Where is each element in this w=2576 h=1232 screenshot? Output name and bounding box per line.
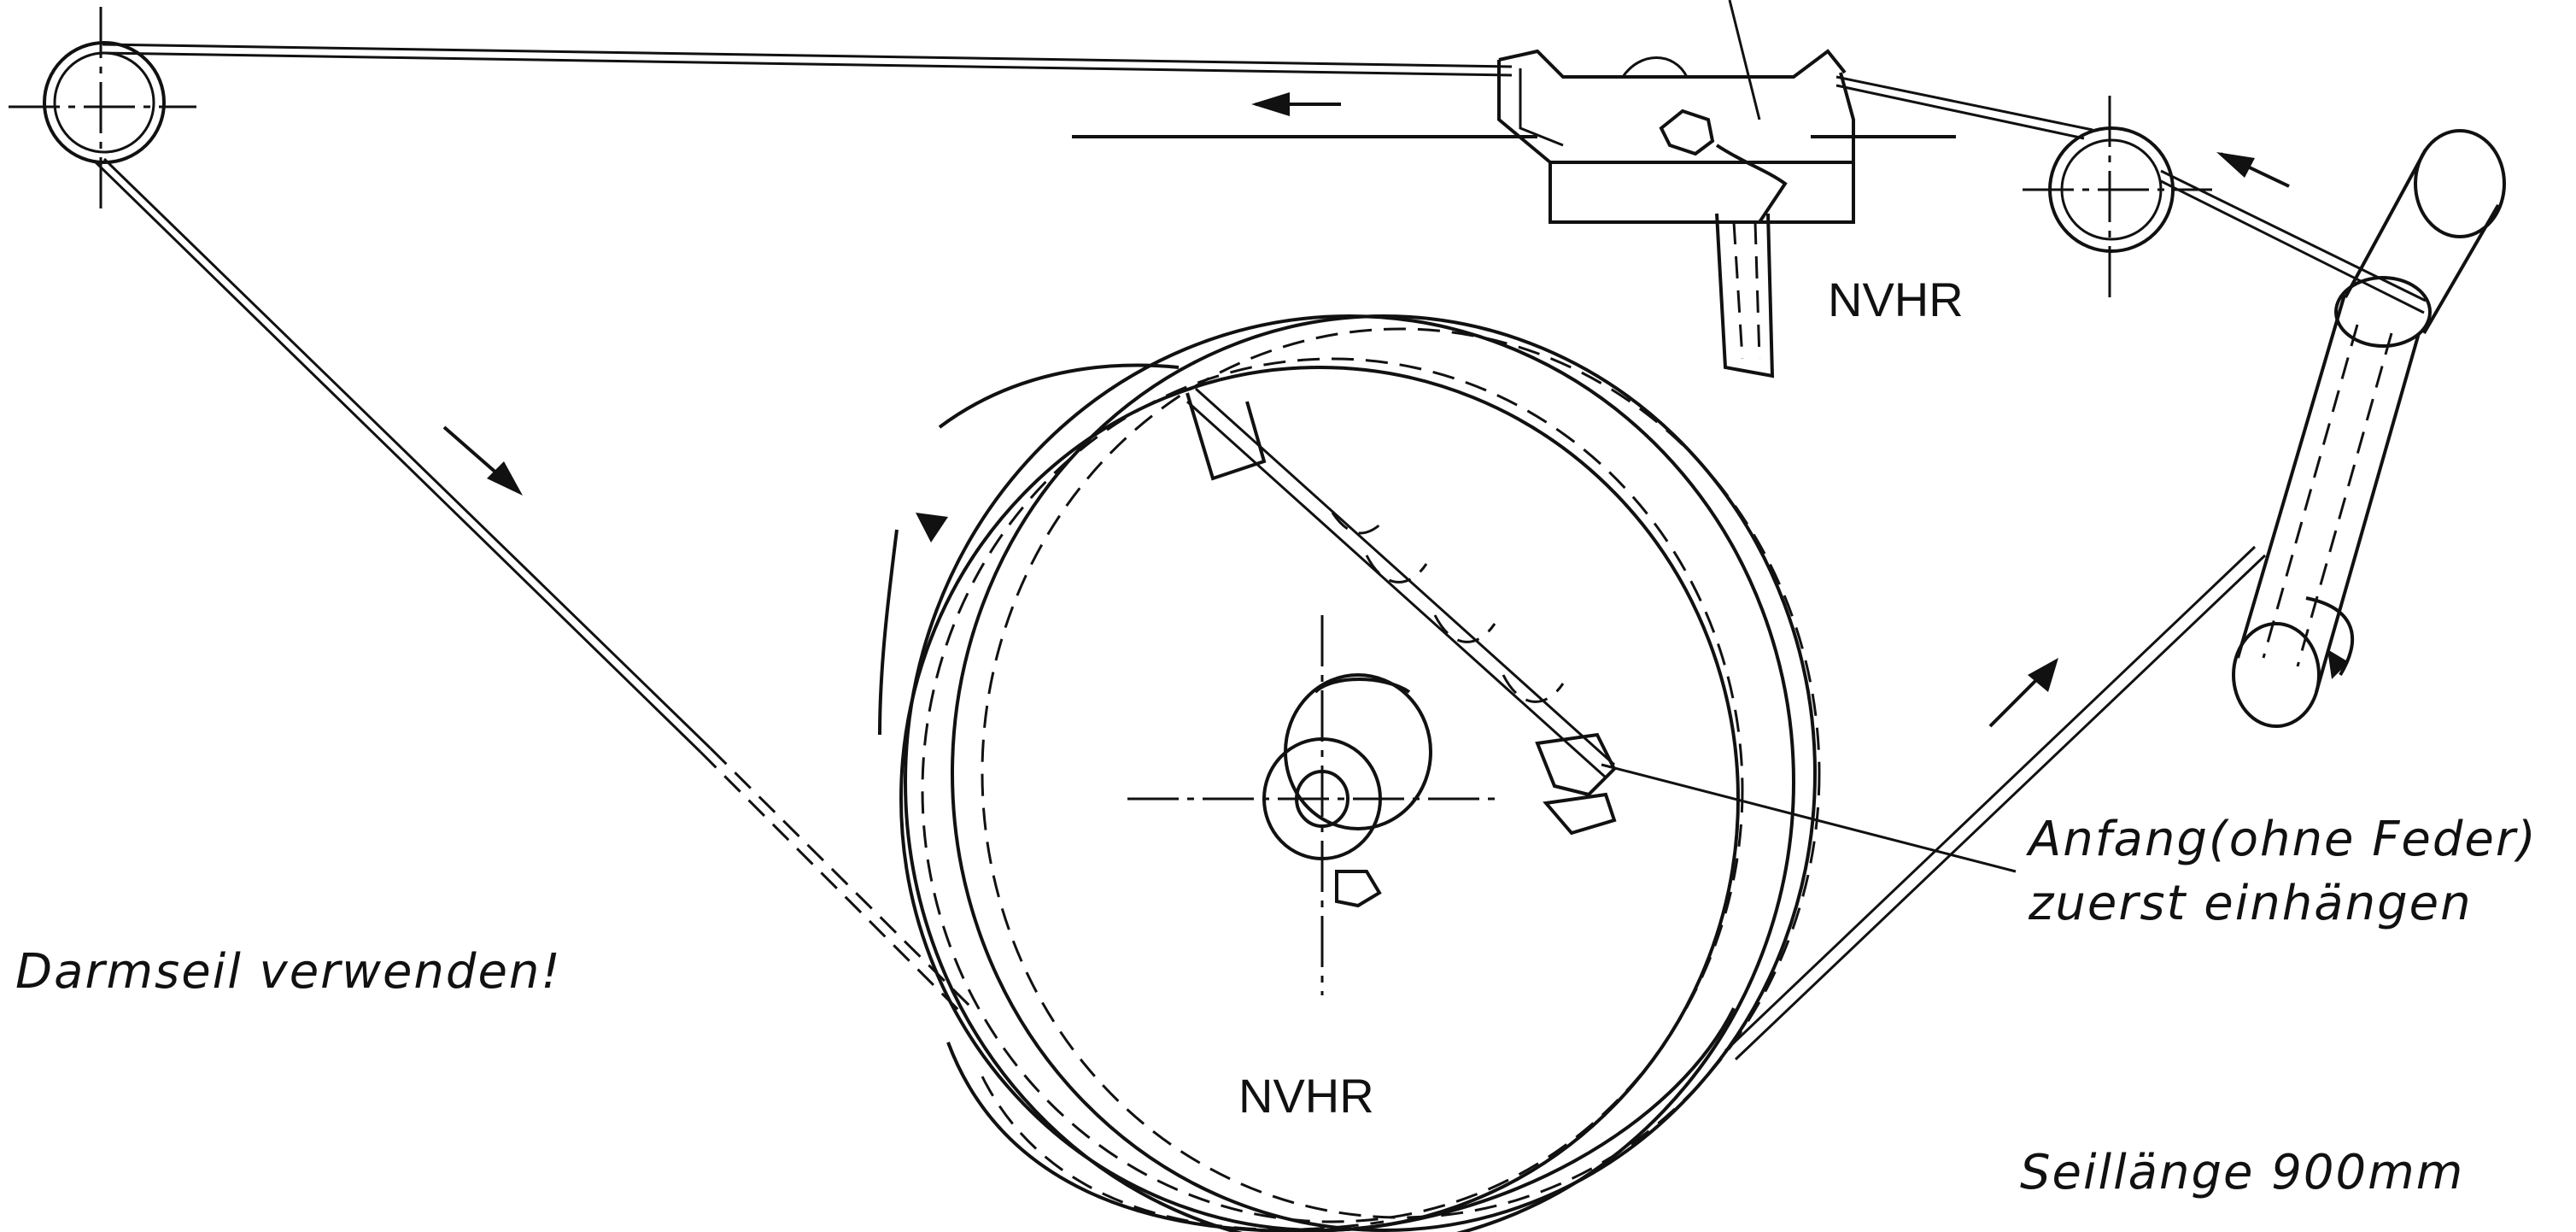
warning-label: Darmseil verwenden! — [15, 944, 562, 1000]
top-cord — [102, 43, 2427, 314]
cord-drum — [878, 314, 1821, 1232]
start-note-line1: Anfang(ohne Feder) — [2029, 812, 2538, 867]
right-pulley — [2023, 96, 2212, 299]
drum-hub — [1127, 615, 1503, 995]
start-note-leader — [1601, 763, 2017, 873]
spring-bracket — [1186, 387, 1617, 836]
left-pulley — [9, 7, 196, 214]
direction-arrows — [442, 92, 2290, 728]
rope-length-label: Seillänge 900mm — [2020, 1145, 2465, 1200]
tuning-shaft — [2232, 129, 2506, 728]
brand-label-top: NVHR — [1828, 273, 1964, 326]
start-note-line2: zuerst einhängen — [2029, 876, 2473, 931]
brand-label-drum: NVHR — [1238, 1069, 1374, 1123]
left-cord — [92, 157, 975, 1018]
pointer-carriage — [1497, 0, 1855, 378]
right-cord — [1724, 545, 2267, 1061]
